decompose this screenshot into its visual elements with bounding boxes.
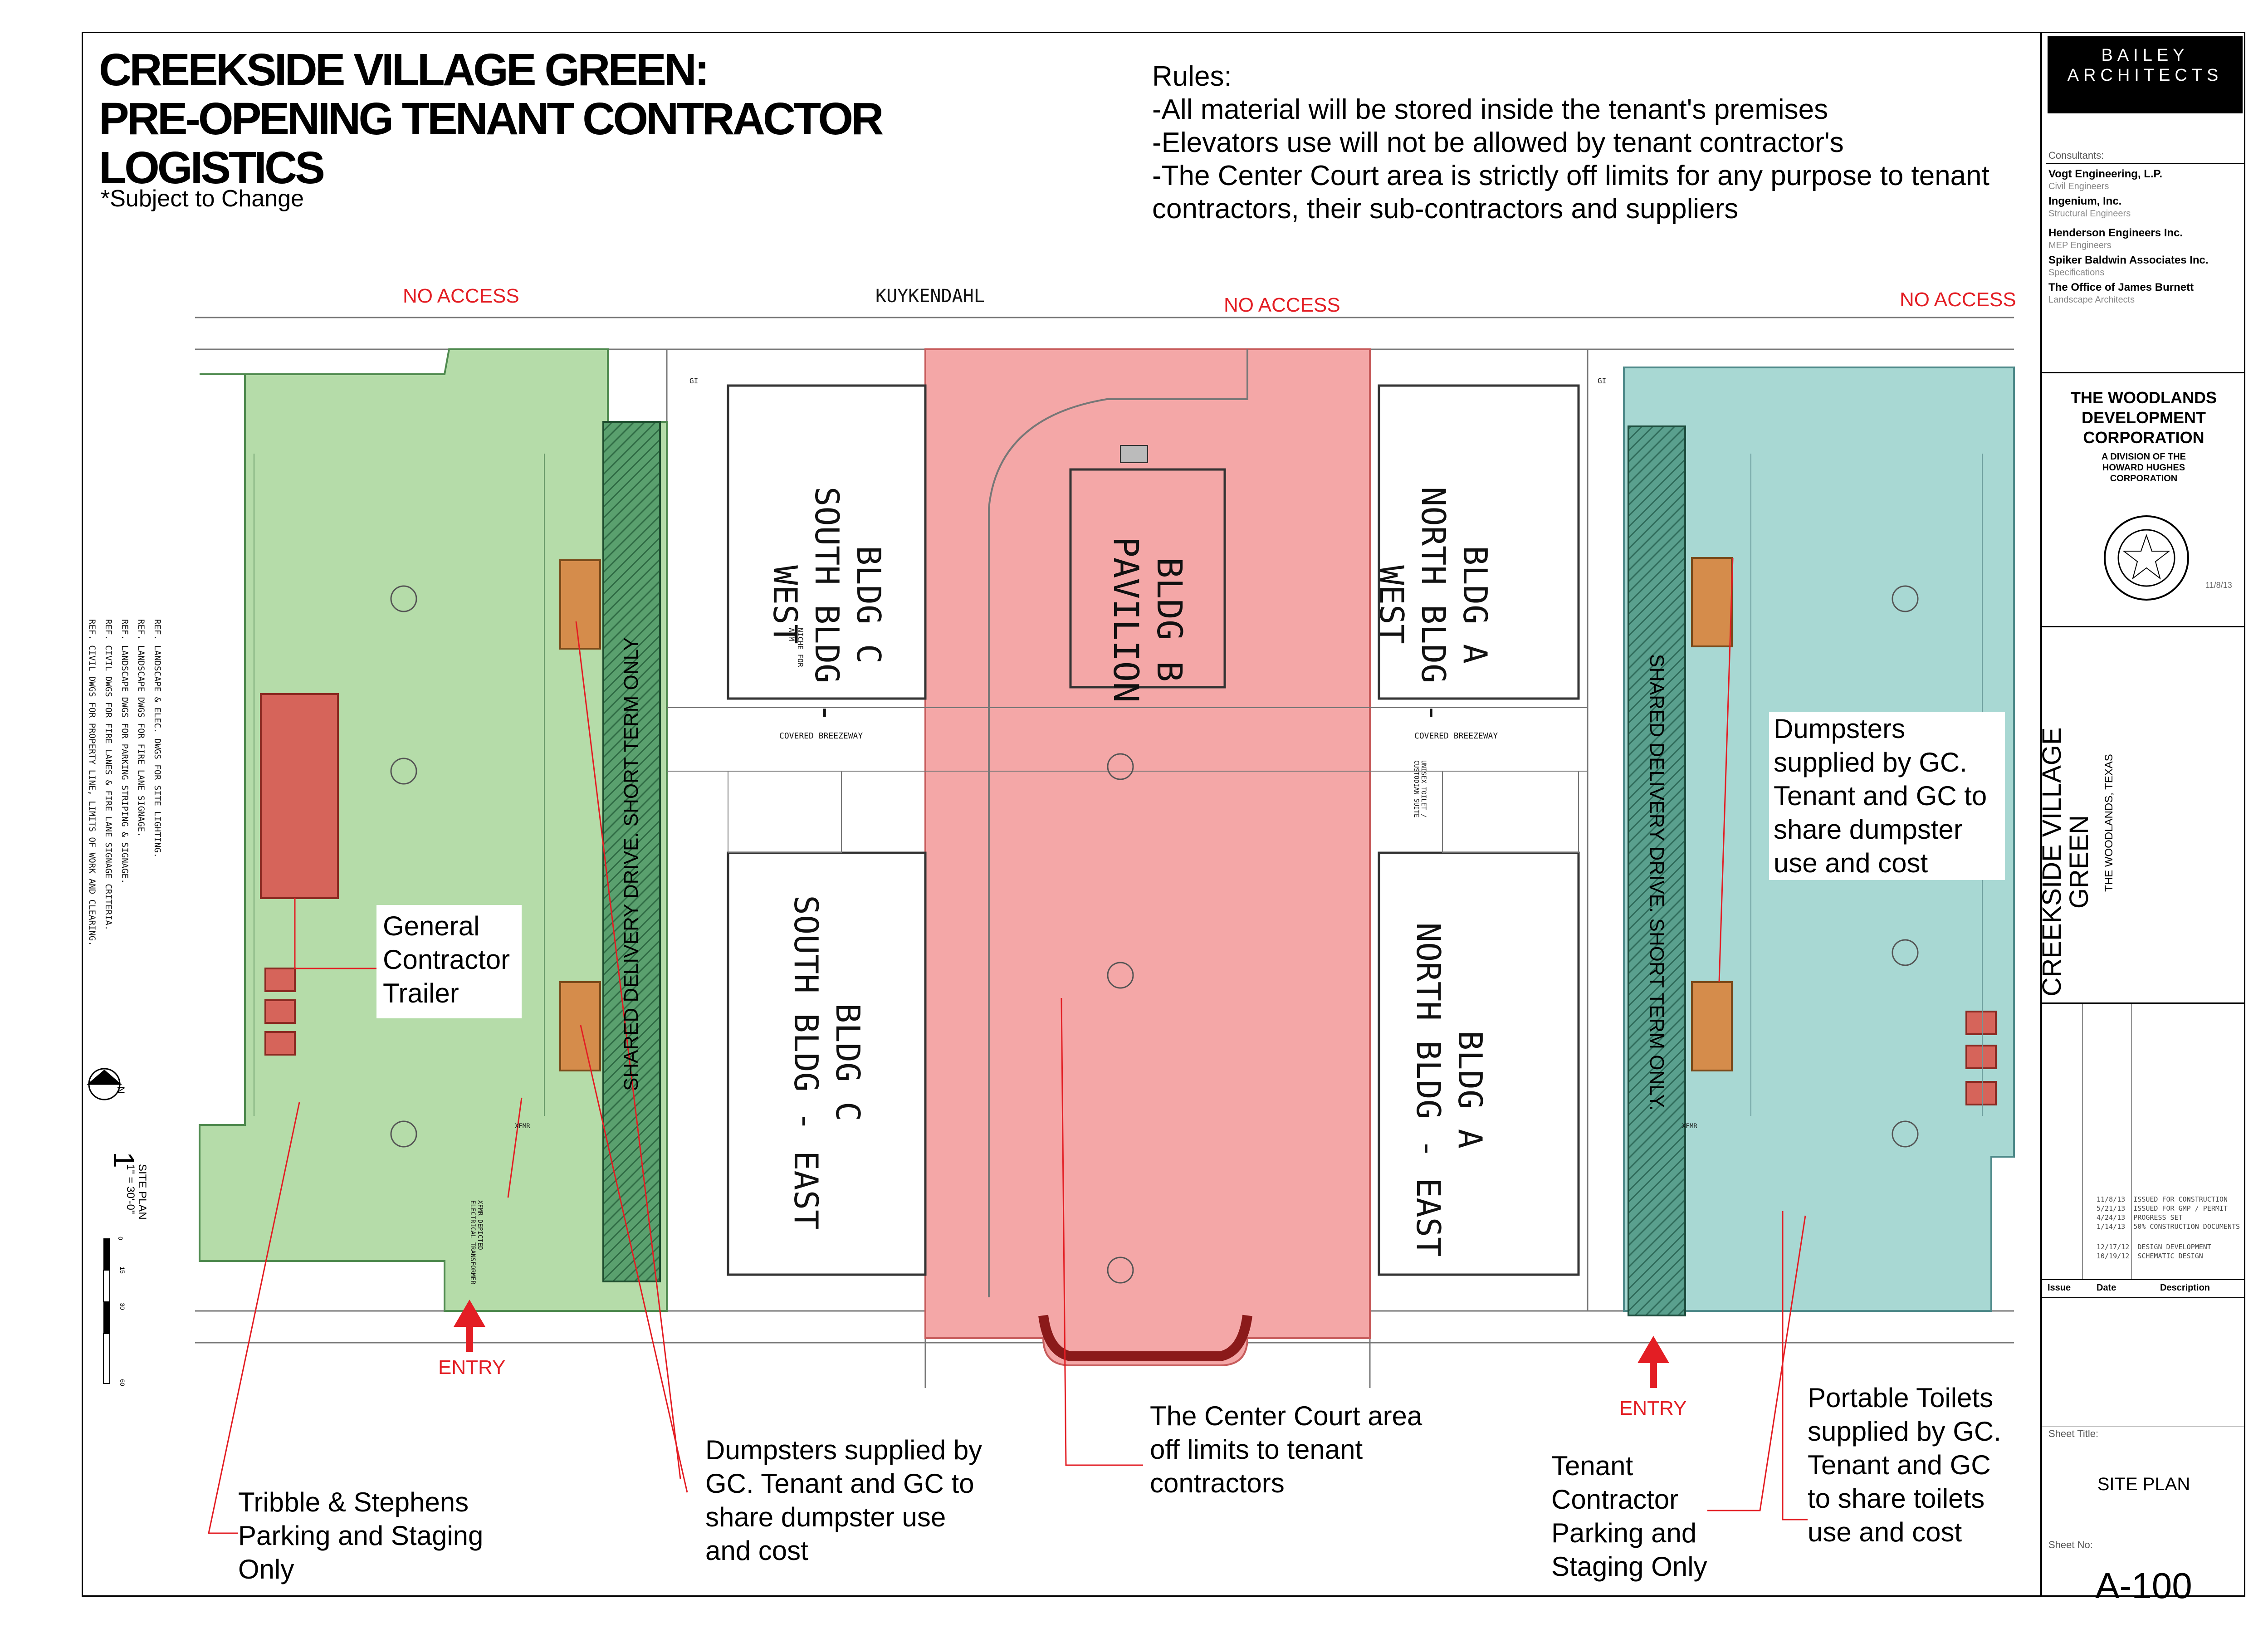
issue-header: Date [2097,1283,2116,1293]
no-access-label: NO ACCESS [403,285,519,307]
entry-label: ENTRY [1619,1397,1687,1419]
consultant-role: MEP Engineers [2048,240,2112,250]
sheet-title-label: Sheet Title: [2048,1428,2099,1439]
consultant-name: Spiker Baldwin Associates Inc. [2048,254,2209,266]
entry-label: ENTRY [438,1356,506,1379]
toilet-mark [264,1031,296,1056]
callout-center-court: The Center Court area off limits to tena… [1150,1399,1422,1500]
toilet-mark [264,999,296,1024]
consultant-role: Specifications [2048,268,2105,278]
project-location: THE WOODLANDS, TEXAS [2103,754,2115,892]
site-plan-caption: SITE PLAN 1" = 30'-0" [124,1164,148,1220]
issue-header: Description [2160,1283,2210,1293]
issue-row: 11/8/13 ISSUED FOR CONSTRUCTION [2097,1195,2228,1203]
issue-row: 4/24/13 PROGRESS SET [2097,1213,2183,1222]
seal-date: 11/8/13 [2205,581,2232,590]
no-access-label: NO ACCESS [1224,294,1340,316]
center-court-zone [924,348,1371,1366]
sheet-border [82,32,2245,1597]
gc-trailer-mark [260,693,339,899]
bldg-b-pavilion [1069,468,1226,689]
consultant-name: Vogt Engineering, L.P. [2048,168,2163,180]
scale-tick: 60 [118,1379,126,1386]
bldg-a-east-label: BLDG A NORTH BLDG - EAST [1409,922,1489,1257]
callout-dumpsters-right: Dumpsters supplied by GC. Tenant and GC … [1769,712,2005,880]
consultants-label: Consultants: [2048,150,2104,161]
title-block: BAILEY ARCHITECTS Consultants: Vogt Engi… [2037,32,2245,1606]
dumpster-mark [559,559,601,650]
dumpster-mark [1691,557,1733,647]
delivery-drive-label-right: SHARED DELIVERY DRIVE. SHORT TERM ONLY. [1646,654,1668,1111]
bldg-a-west-label: BLDG A NORTH BLDG - WEST [1373,486,1494,723]
toilet-mark [1965,1081,1997,1105]
toilet-note: UNISEX TOILET / CUSTODIAN SUITE [1413,760,1427,818]
delivery-drive-label-left: SHARED DELIVERY DRIVE. SHORT TERM ONLY [620,637,642,1091]
rule-item: -Elevators use will not be allowed by te… [1152,127,1844,158]
bldg-c-east-label: BLDG C SOUTH BLDG - EAST [787,895,867,1230]
bldg-b-label: BLDG B PAVILION [1106,536,1190,703]
site-plan-drawing [86,317,2015,1534]
consultant-name: The Office of James Burnett [2048,281,2194,293]
rules-block: Rules: -All material will be stored insi… [1152,60,2041,225]
gi-label: GI [689,376,699,385]
page-title: CREEKSIDE VILLAGE GREEN: PRE-OPENING TEN… [99,44,884,193]
dumpster-mark [1691,981,1733,1071]
tribble-parking-zone [199,348,668,1312]
transformer-note: XFMR DEPICTED ELECTRICAL TRANSFORMER [469,1200,484,1285]
scale-tick: 30 [118,1303,126,1310]
breezeway-label: COVERED BREEZEWAY [1414,731,1498,741]
issue-row: 5/21/13 ISSUED FOR GMP / PERMIT [2097,1204,2228,1213]
dumpster-mark [559,981,601,1071]
firm-logo: BAILEY ARCHITECTS [2048,36,2243,113]
issue-row: 12/17/12 DESIGN DEVELOPMENT [2097,1243,2211,1251]
callout-tenant-parking: Tenant Contractor Parking and Staging On… [1551,1449,1707,1584]
issue-row: 1/14/13 50% CONSTRUCTION DOCUMENTS [2097,1222,2240,1231]
scale-tick: 15 [118,1266,126,1274]
shared-delivery-drive-left [602,421,661,1282]
project-name: CREEKSIDE VILLAGE GREEN [2037,727,2094,997]
issue-row: 10/19/12 SCHEMATIC DESIGN [2097,1252,2203,1260]
sheet-title: SITE PLAN [2097,1474,2190,1494]
callout-gc-trailer: General Contractor Trailer [376,905,522,1018]
consultant-role: Landscape Architects [2048,295,2135,305]
north-label: N [115,1086,127,1094]
toilet-mark [264,968,296,992]
bldg-c-east [727,851,927,1276]
sheet-no-label: Sheet No: [2048,1539,2093,1550]
bldg-a-west [1378,384,1580,700]
street-label: KUYKENDAHL [875,286,985,307]
rule-item: -The Center Court area is strictly off l… [1152,160,1989,191]
callout-tribble: Tribble & Stephens Parking and Staging O… [238,1486,484,1586]
bldg-c-west-label: BLDG C SOUTH BLDG - WEST [766,486,888,723]
shared-delivery-drive-right [1628,425,1686,1316]
bldg-c-west [727,384,927,700]
issue-header: Issue [2048,1283,2071,1293]
callout-toilets: Portable Toilets supplied by GC. Tenant … [1808,1381,2001,1549]
sheet-number: A-100 [2095,1565,2192,1606]
consultant-role: Structural Engineers [2048,209,2131,219]
consultant-role: Civil Engineers [2048,181,2109,191]
xfmr-label: XFMR [515,1123,530,1130]
client-sub: A DIVISION OF THE HOWARD HUGHES CORPORAT… [2102,452,2186,484]
bldg-a-east [1378,851,1580,1276]
toilet-mark [1965,1045,1997,1069]
consultant-name: Ingenium, Inc. [2048,195,2122,207]
general-notes: REF. LANDSCAPE & ELEC. DWGS FOR SITE LIG… [87,619,162,946]
client-name: THE WOODLANDS DEVELOPMENT CORPORATION [2071,388,2217,447]
consultant-name: Henderson Engineers Inc. [2048,227,2183,239]
subtitle: *Subject to Change [101,186,304,212]
gi-label: GI [1598,376,1607,385]
niche-note: NICHE FOR ATM [787,628,805,667]
xfmr-label: XFMR [1682,1123,1697,1130]
no-access-label: NO ACCESS [1900,288,2016,311]
rule-item: -All material will be stored inside the … [1152,94,1828,125]
callout-dumpsters-left: Dumpsters supplied by GC. Tenant and GC … [705,1433,982,1568]
breezeway-label: COVERED BREEZEWAY [779,731,863,741]
rule-item: contractors, their sub-contractors and s… [1152,193,1739,225]
architect-seal-icon [2104,515,2189,601]
rules-heading: Rules: [1152,61,1232,92]
scale-tick: 0 [117,1237,124,1240]
toilet-mark [1965,1011,1997,1035]
